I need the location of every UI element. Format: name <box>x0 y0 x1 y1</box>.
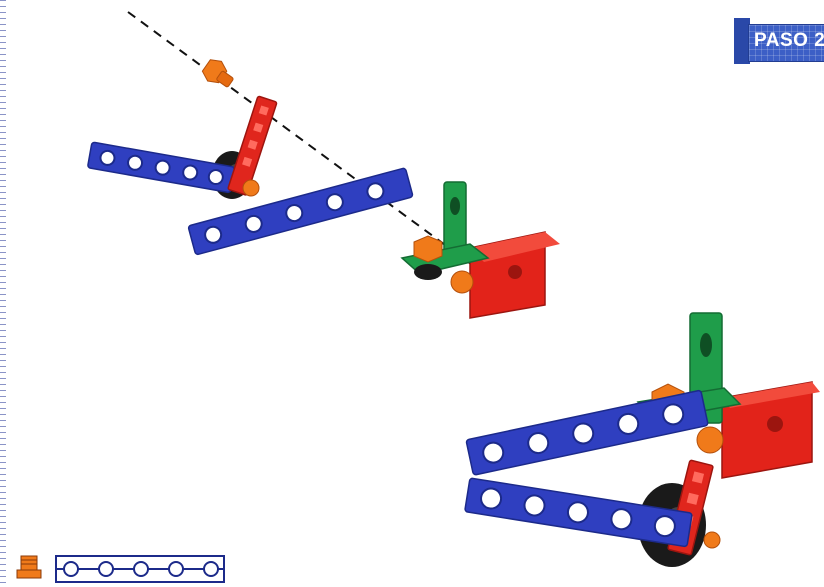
bolt-icon <box>16 555 42 579</box>
completed-assembly <box>464 312 820 567</box>
exploded-wheel-group <box>87 95 278 199</box>
step-badge: PASO 2 <box>734 18 824 64</box>
parts-legend <box>16 555 225 583</box>
step-badge-box <box>748 24 824 62</box>
blue-beam-short <box>87 141 236 194</box>
bolt-part-floating <box>201 59 234 88</box>
bracket-cube-subassembly <box>400 181 560 319</box>
beam-5-hole-icon <box>55 555 225 583</box>
red-bracket <box>227 95 278 196</box>
axle-nut <box>242 179 260 197</box>
step-badge-tab <box>734 18 750 64</box>
blue-beam-long <box>187 167 414 256</box>
page-edge-rule <box>0 0 6 587</box>
step-label: PASO 2 <box>754 30 824 51</box>
